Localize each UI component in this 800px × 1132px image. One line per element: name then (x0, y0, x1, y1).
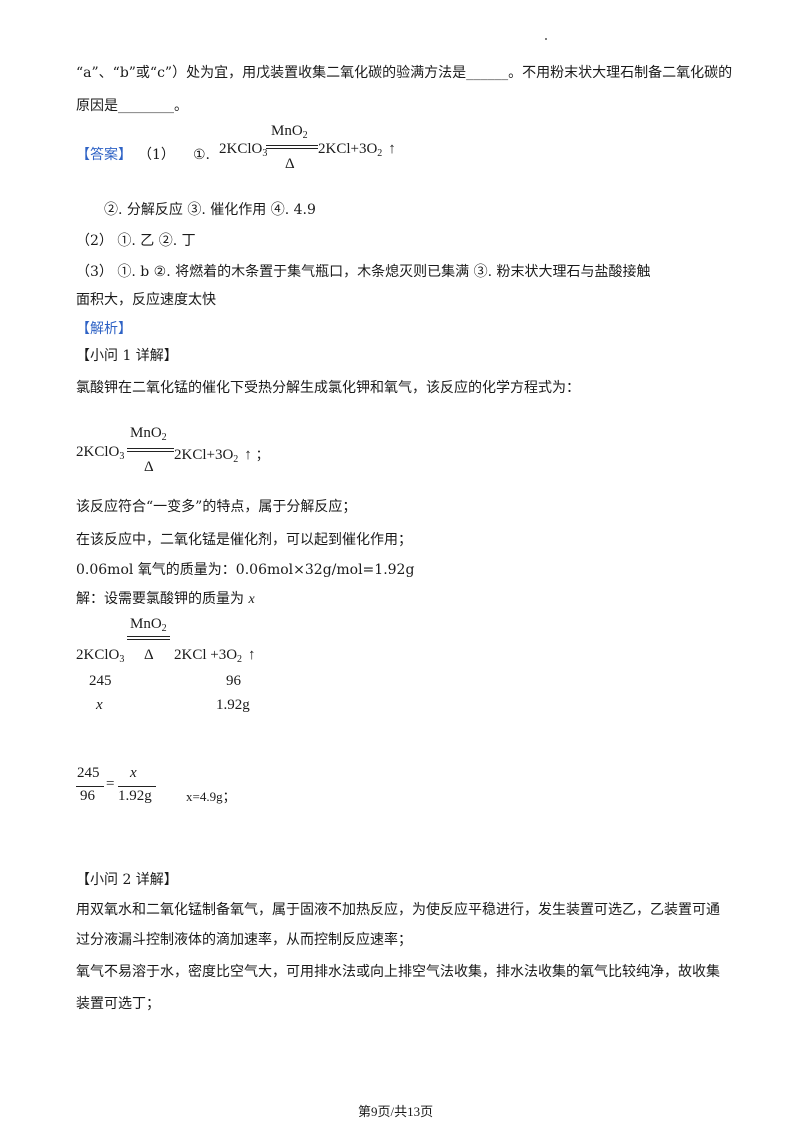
catalyst-subscript: 2 (161, 432, 167, 443)
answer-part3: （3） ①. b ②. 将燃着的木条置于集气瓶口，木条熄灭则已集满 ③. 粉末状… (76, 264, 651, 280)
products-formula: 2KCl+3O (318, 141, 378, 157)
fraction-left-numerator: 245 (77, 765, 100, 781)
answer-part1-mark: ①. (193, 147, 211, 163)
fraction-left-bar (76, 786, 104, 787)
products-formula: 2KCl+3O (174, 447, 234, 463)
heat-symbol: Δ (144, 459, 154, 475)
text-line: 在该反应中，二氧化锰是催化剂，可以起到催化作用； (76, 532, 412, 548)
text-line: 氯酸钾在二氧化锰的催化下受热分解生成氯化钾和氧气，该反应的化学方程式为： (76, 380, 580, 396)
fraction-left-denominator: 96 (80, 788, 95, 804)
question2-heading: 【小问 2 详解】 (76, 872, 178, 888)
fraction-right-numerator: x (130, 765, 137, 781)
heat-symbol: Δ (285, 156, 295, 172)
page-footer: 第9页/共13页 (358, 1104, 434, 1119)
analysis-tag: 【解析】 (76, 321, 132, 337)
solution-intro: 解：设需要氯酸钾的质量为 (76, 591, 249, 607)
reactant-subscript: 3 (119, 654, 125, 665)
text-line: 原因是________。 (76, 98, 188, 114)
gas-arrow: ↑ (244, 447, 252, 463)
molar-mass-oxygen: 96 (226, 673, 241, 689)
catalyst-formula: MnO (271, 123, 303, 139)
equation-double-line (127, 448, 174, 449)
catalyst-formula: MnO (130, 616, 162, 632)
reactant-formula: 2KClO (76, 647, 120, 663)
equation2-catalyst: MnO2 (130, 425, 167, 443)
fraction-right-denominator: 1.92g (118, 788, 152, 804)
text-line: 该反应符合“一变多”的特点，属于分解反应； (76, 499, 357, 515)
text-line: 用双氧水和二氧化锰制备氧气，属于固液不加热反应，为使反应平稳进行，发生装置可选乙… (76, 902, 720, 918)
products-subscript: 2 (377, 148, 383, 159)
molar-mass-reactant: 245 (89, 673, 112, 689)
equals-sign: = (106, 776, 115, 792)
unknown-mass: x (96, 697, 103, 713)
text-line: 解：设需要氯酸钾的质量为 x (76, 589, 255, 610)
equation2-products: 2KCl+3O2 ↑； (174, 444, 269, 465)
stoich-catalyst: MnO2 (130, 616, 167, 634)
products-subscript: 2 (233, 454, 239, 465)
gas-arrow: ↑ (248, 647, 256, 663)
products-formula: 2KCl +3O (174, 647, 238, 663)
equation-double-line (127, 451, 174, 452)
fraction-right-bar (118, 786, 156, 787)
catalyst-subscript: 2 (302, 130, 308, 141)
equation-double-line (127, 639, 170, 640)
equation-double-line (266, 145, 318, 146)
equation-double-line (127, 636, 170, 637)
products-subscript: 2 (237, 654, 243, 665)
variable-x: x (248, 592, 255, 607)
equation-double-line (266, 148, 318, 149)
page-speck (545, 38, 547, 40)
heat-symbol: Δ (144, 647, 154, 663)
text-line: 过分液漏斗控制液体的滴加速率，从而控制反应速率； (76, 932, 412, 948)
stoich-reactant: 2KClO3 (76, 647, 125, 665)
answer-tag: 【答案】 (76, 147, 132, 163)
question1-heading: 【小问 1 详解】 (76, 348, 178, 364)
equation-products: 2KCl+3O2 ↑ (318, 141, 396, 159)
text-line: “a”、“b”或“c”）处为宜，用戊装置收集二氧化碳的验满方法是______。不… (76, 65, 733, 81)
reactant-subscript: 3 (262, 148, 268, 159)
result: x=4.9g； (186, 789, 236, 804)
equation-terminator: ； (255, 447, 269, 462)
answer-part2: （2） ①. 乙 ②. 丁 (76, 233, 196, 249)
catalyst-formula: MnO (130, 425, 162, 441)
stoich-products: 2KCl +3O2 ↑ (174, 647, 256, 665)
known-mass: 1.92g (216, 697, 250, 713)
reactant-subscript: 3 (119, 451, 125, 462)
catalyst-subscript: 2 (161, 623, 167, 634)
equation-catalyst: MnO2 (271, 123, 308, 141)
equation-reactant: 2KClO3 (219, 141, 268, 159)
answer-part1-rest: ②. 分解反应 ③. 催化作用 ④. 4.9 (104, 202, 316, 218)
text-line: 0.06mol 氧气的质量为：0.06mol×32g/mol=1.92g (76, 562, 415, 578)
reactant-formula: 2KClO (219, 141, 263, 157)
reactant-formula: 2KClO (76, 444, 120, 460)
text-line: 装置可选丁； (76, 996, 160, 1012)
answer-part3-continued: 面积大，反应速度太快 (76, 292, 216, 308)
answer-part1-number: （1） (138, 147, 175, 163)
text-line: 氧气不易溶于水，密度比空气大，可用排水法或向上排空气法收集，排水法收集的氧气比较… (76, 964, 720, 980)
equation2-reactant: 2KClO3 (76, 444, 125, 462)
gas-arrow: ↑ (388, 141, 396, 157)
